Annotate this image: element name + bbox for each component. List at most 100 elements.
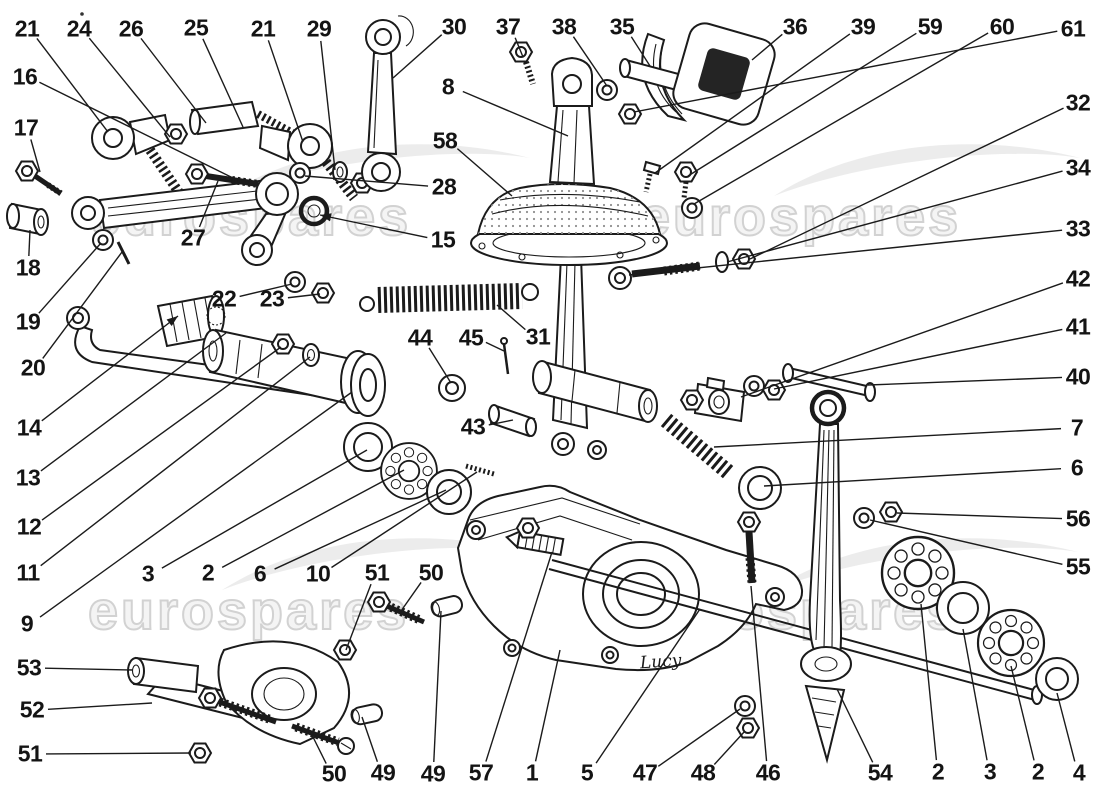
leader-line-26 [140,37,207,124]
leader-line-20 [42,251,123,359]
callout-16-15: 16 [12,63,38,90]
callout-36-10: 36 [782,13,808,40]
callout-56-36: 56 [1065,505,1091,532]
leader-line-58 [456,148,513,197]
leader-line-50 [400,582,422,612]
leader-line-52 [47,702,153,710]
watermark-swoosh [774,144,1080,196]
callout-30-6: 30 [441,13,467,40]
leader-line-33 [628,229,1063,276]
callout-43-48: 43 [460,413,486,440]
leader-line-53 [44,667,134,671]
leader-line-30 [392,34,443,79]
return-spring [359,283,539,313]
pedal-return-coil [660,413,782,510]
print-artifact-dot [80,12,84,16]
callout-42-31: 42 [1065,265,1091,292]
callout-21-0: 21 [14,15,40,42]
leader-line-8 [462,90,569,137]
callout-41-32: 41 [1065,313,1091,340]
leader-line-6 [274,489,447,570]
callout-23-44: 23 [259,285,285,312]
leader-line-1 [534,649,561,762]
leader-line-3 [962,628,988,761]
callout-20-19: 20 [20,354,46,381]
callout-44-46: 44 [407,324,433,351]
callout-58-39: 58 [432,127,458,154]
callout-28-40: 28 [431,173,457,200]
leader-line-22 [239,283,293,298]
callout-27-42: 27 [180,224,206,251]
leader-line-6 [763,467,1062,487]
callout-1-59: 1 [525,759,539,786]
leader-line-56 [896,512,1063,520]
leader-line-18 [28,229,31,257]
callout-50-54: 50 [418,559,444,586]
callout-26-2: 26 [118,15,144,42]
callout-57-58: 57 [468,759,494,786]
leader-line-59 [687,32,917,177]
leader-line-37 [514,37,524,58]
leader-line-19 [38,242,102,314]
callout-17-16: 17 [13,114,39,141]
callout-40-33: 40 [1065,363,1091,390]
leader-line-61 [633,30,1058,113]
mount-bolt-group [734,511,761,739]
callout-48-62: 48 [690,759,716,786]
callout-4-68: 4 [1072,759,1086,786]
callout-32-28: 32 [1065,89,1091,116]
callout-34-29: 34 [1065,154,1091,181]
bell-crank-lever [71,162,335,304]
leader-line-41 [773,328,1063,390]
small-fasteners-top [596,79,703,219]
callout-46-63: 46 [755,759,781,786]
callout-10-52: 10 [305,560,331,587]
leader-line-16 [39,81,234,179]
leader-line-2 [221,469,405,569]
leader-line-55 [869,519,1063,566]
pedal-shaft-tube-assembly [66,294,495,515]
abutment-bracket-cluster [127,591,464,764]
callout-12-22: 12 [16,513,42,540]
bolt-37 [509,41,536,85]
callout-31-45: 31 [525,323,551,350]
leader-line-35 [630,36,651,67]
leader-line-39 [654,33,851,174]
callout-5-60: 5 [580,759,594,786]
left-small-parts [6,160,131,265]
callout-61-14: 61 [1060,15,1086,42]
bearing-stack-right [853,501,1079,701]
callout-37-7: 37 [495,13,521,40]
leader-line-5 [595,608,701,764]
callout-29-5: 29 [306,15,332,42]
callout-6-51: 6 [253,560,267,587]
clevis-pin-group [438,337,537,438]
leader-line-42 [740,282,1064,398]
callout-9-24: 9 [20,610,34,637]
callout-55-37: 55 [1065,553,1091,580]
callout-11-23: 11 [16,559,40,586]
leader-line-11 [40,356,311,567]
leader-line-15 [319,213,428,239]
leader-line-2 [1010,665,1035,761]
artist-signature: Lucy [639,650,683,674]
leader-line-12 [41,346,282,521]
leader-line-27 [198,180,219,228]
callout-8-38: 8 [441,73,455,100]
leader-line-34 [726,170,1063,263]
callout-52-26: 52 [19,696,45,723]
watermark-swoosh [222,538,528,590]
leader-line-10 [331,471,478,569]
leader-line-44 [428,347,452,384]
callout-53-25: 53 [16,654,42,681]
callout-25-3: 25 [183,14,209,41]
callout-13-21: 13 [15,464,41,491]
leader-line-49 [433,610,442,763]
lever-with-boot [470,56,668,460]
leader-line-14 [41,315,179,422]
callout-6-35: 6 [1070,454,1084,481]
callout-2-65: 2 [931,758,945,785]
leader-line-21 [36,38,109,133]
